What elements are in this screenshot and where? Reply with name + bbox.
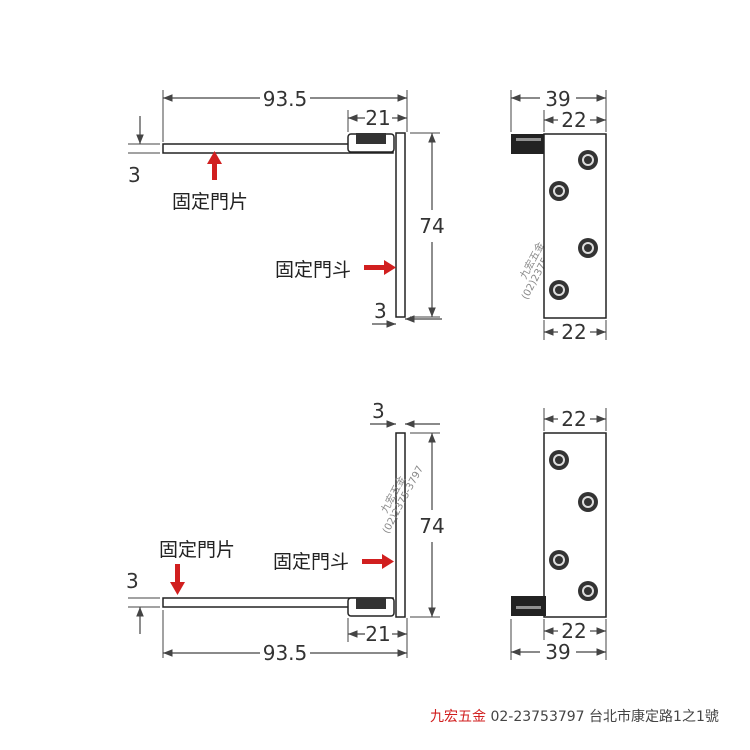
red-arrow-stem	[175, 564, 180, 584]
bottom-side-view	[511, 432, 607, 618]
top-height: 74	[419, 214, 444, 238]
red-arrow-stem	[364, 265, 386, 270]
top-overall-length: 93.5	[263, 87, 308, 111]
bottom-side-top-width: 22	[561, 407, 586, 431]
bottom-side-bottom-width: 22	[561, 619, 586, 643]
top-label-door-frame: 固定門斗	[275, 259, 351, 281]
top-side-knuckle	[511, 134, 546, 154]
top-side-top-width: 22	[561, 108, 586, 132]
top-flange-width: 21	[365, 106, 390, 130]
bottom-height: 74	[419, 514, 444, 538]
bottom-front-view	[162, 432, 406, 618]
bottom-side-total-width: 39	[545, 640, 570, 664]
footer: 九宏五金 02-23753797 台北市康定路1之1號	[430, 706, 719, 726]
top-label-door-leaf: 固定門片	[172, 191, 248, 213]
screw-hole-icon	[578, 150, 598, 170]
footer-brand: 九宏五金	[430, 709, 486, 725]
bottom-overall-length: 93.5	[263, 641, 308, 665]
red-arrow-stem	[362, 559, 384, 564]
red-up-arrow-icon	[207, 151, 222, 164]
bottom-vertical-plate	[395, 432, 406, 618]
top-thickness-bottom: 3	[374, 299, 387, 323]
bottom-label-door-frame: 固定門斗	[273, 551, 349, 573]
red-right-arrow-icon	[384, 260, 396, 275]
red-down-arrow-icon	[170, 582, 185, 595]
screw-hole-icon	[578, 492, 598, 512]
top-side-view	[511, 133, 607, 319]
top-front-view	[162, 132, 406, 318]
red-right-arrow-icon	[382, 554, 394, 569]
footer-phone: 02-23753797	[490, 709, 585, 725]
screw-hole-icon	[578, 581, 598, 601]
screw-hole-icon	[549, 181, 569, 201]
top-side-total-width: 39	[545, 87, 570, 111]
bottom-knuckle-core	[356, 598, 386, 609]
bottom-thickness-top: 3	[372, 399, 385, 423]
screw-hole-icon	[578, 238, 598, 258]
footer-address: 台北市康定路1之1號	[589, 709, 719, 725]
red-arrow-stem	[212, 162, 217, 180]
screw-hole-icon	[549, 280, 569, 300]
bottom-label-door-leaf: 固定門片	[159, 539, 235, 561]
top-side-bottom-width: 22	[561, 320, 586, 344]
top-vertical-plate	[395, 132, 406, 318]
bottom-thickness-left: 3	[126, 569, 139, 593]
bottom-flange-width: 21	[365, 622, 390, 646]
screw-hole-icon	[549, 450, 569, 470]
top-thickness-left: 3	[128, 163, 141, 187]
top-knuckle-core	[356, 133, 386, 144]
screw-hole-icon	[549, 550, 569, 570]
